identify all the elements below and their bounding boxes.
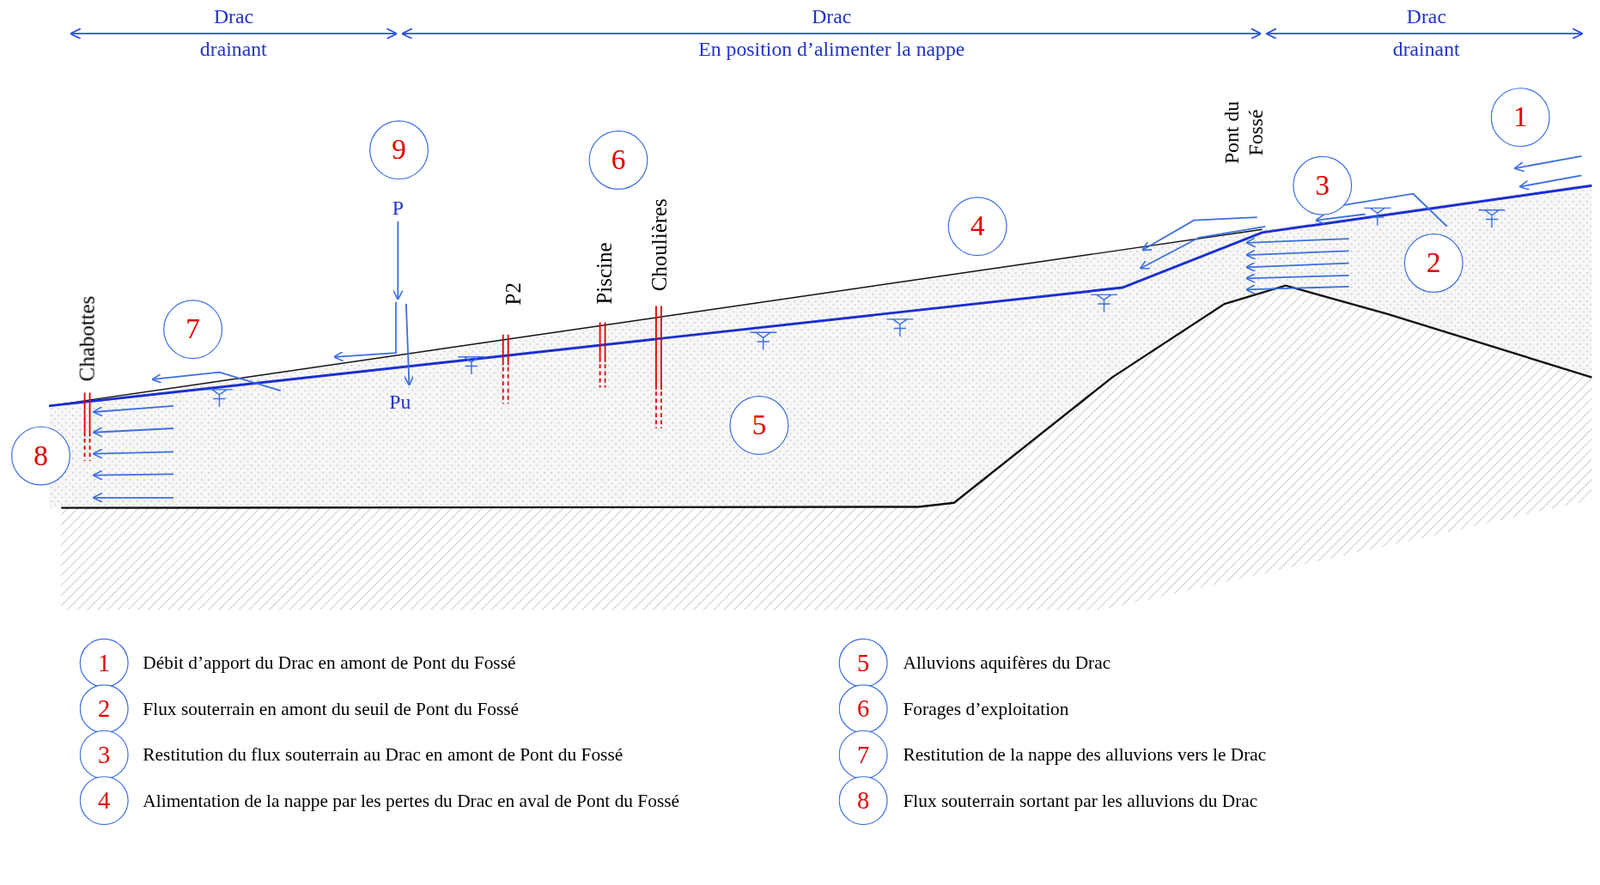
legend-text: Restitution du flux souterrain au Drac e… [142, 744, 623, 767]
callout-number: 4 [970, 212, 986, 241]
legend-text: Flux souterrain en amont du seuil de Pon… [142, 698, 519, 720]
callout-circle: 7 [839, 730, 889, 780]
callout-number: 5 [752, 411, 767, 440]
legend-text: Forages d’exploitation [902, 698, 1069, 720]
header-label: Drac [811, 4, 852, 28]
callout-circle: 6 [589, 130, 649, 190]
legend-text: Restitution de la nappe des alluvions ve… [902, 744, 1266, 767]
callout-circle: 3 [79, 730, 129, 780]
callout-number: 7 [857, 742, 870, 768]
callout-circle: 5 [839, 638, 889, 688]
callout-number: 4 [97, 788, 110, 814]
header-label: Drac [213, 4, 254, 28]
callout-number: 2 [97, 696, 110, 722]
infiltration-label: Pu [389, 389, 411, 414]
callout-number: 3 [97, 742, 110, 768]
callout-number: 2 [1426, 249, 1442, 278]
legend-text: Flux souterrain sortant par les alluvion… [902, 790, 1258, 812]
callout-circle: 1 [1490, 87, 1551, 147]
header-label: En position d’alimenter la nappe [698, 36, 965, 61]
callout-circle: 9 [369, 120, 429, 180]
callout-circle: 5 [729, 395, 789, 456]
callout-circle: 4 [79, 776, 129, 826]
well-label: P2 [500, 282, 526, 305]
callout-circle: 2 [79, 684, 129, 734]
legend-text: Débit d’apport du Drac en amont de Pont … [142, 652, 516, 675]
callout-circle: 7 [163, 299, 223, 359]
callout-circle: 2 [1404, 233, 1464, 293]
callout-circle: 8 [839, 776, 889, 826]
callout-number: 3 [1314, 171, 1330, 201]
legend-text: Alluvions aquifères du Drac [902, 652, 1111, 675]
callout-number: 1 [97, 650, 110, 676]
callout-number: 5 [857, 650, 870, 676]
callout-circle: 6 [839, 684, 889, 734]
place-label: Pont du Fossé [1220, 91, 1268, 174]
callout-number: 6 [857, 696, 870, 722]
callout-number: 7 [185, 315, 201, 344]
callout-number: 6 [611, 146, 627, 175]
callout-circle: 4 [948, 196, 1008, 256]
legend-text: Alimentation de la nappe par les pertes … [142, 790, 680, 812]
callout-number: 8 [857, 788, 870, 814]
callout-number: 8 [33, 441, 49, 470]
callout-circle: 3 [1292, 156, 1352, 216]
header-label: Drac [1406, 4, 1447, 28]
well-label: Piscine [591, 242, 617, 305]
callout-circle: 8 [11, 426, 71, 487]
rain-label: P [392, 195, 404, 220]
callout-number: 1 [1513, 103, 1528, 132]
callout-number: 9 [391, 135, 407, 165]
well-label: Choulières [646, 198, 672, 292]
callout-circle: 1 [79, 638, 129, 688]
well-label: Chabottes [74, 296, 100, 383]
header-label: drainant [1393, 36, 1461, 61]
header-label: drainant [200, 36, 268, 61]
